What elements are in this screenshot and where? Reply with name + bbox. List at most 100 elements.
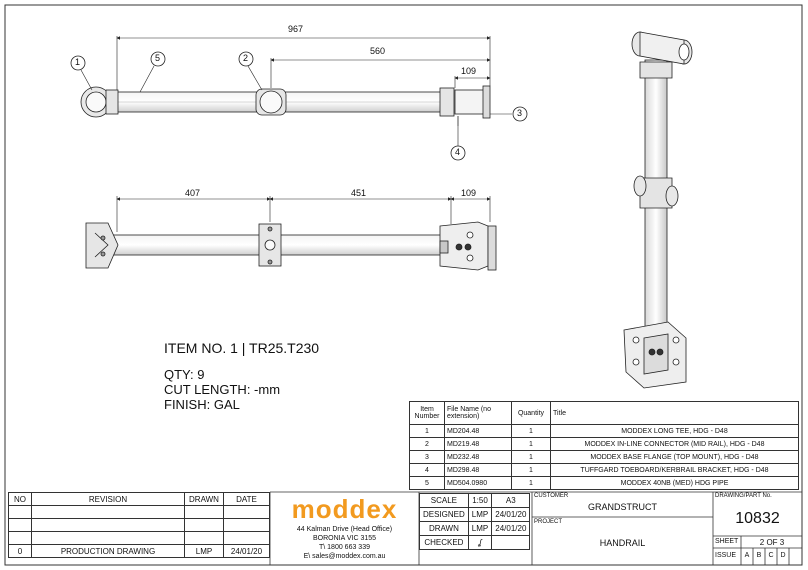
bom-table: Item Number File Name (no extension) Qua… — [409, 401, 799, 490]
balloon-label-2: 2 — [243, 53, 249, 63]
table-row: 0 PRODUCTION DRAWING LMP 24/01/20 — [8, 544, 270, 558]
bom-header: Item Number File Name (no extension) Qua… — [409, 401, 799, 425]
balloon-5 — [150, 51, 166, 67]
issue-c: C — [768, 552, 774, 559]
checked-signature: ʆ — [467, 535, 493, 550]
table-row: 4 MD298.48 1 TUFFGARD TOEBOARD/KERBRAIL … — [409, 463, 799, 477]
item-qty: QTY: 9 — [164, 367, 205, 382]
scale-value: 1:50 — [467, 493, 493, 508]
sheet-label: SHEET — [715, 538, 739, 545]
top-view — [80, 85, 491, 126]
bom-cell: MODDEX BASE FLANGE (TOP MOUNT), HDG - D4… — [550, 450, 799, 464]
isometric-view — [623, 31, 693, 389]
table-row: 5 MD504.0980 1 MODDEX 40NB (MED) HDG PIP… — [409, 476, 799, 490]
revision-header-no: NO — [8, 492, 32, 506]
company-logo: moddex — [291, 494, 398, 524]
item-cut-length: CUT LENGTH: -mm — [164, 382, 281, 397]
bom-header-number: Item Number — [409, 401, 445, 425]
dim-109-top: 109 — [461, 66, 477, 76]
customer-value: GRANDSTRUCT — [588, 502, 657, 512]
bom-cell: 4 — [409, 463, 445, 477]
bom-cell: MD204.48 — [444, 424, 512, 438]
issue-d: D — [780, 552, 786, 559]
balloon-label-5: 5 — [155, 53, 161, 63]
revision-header-drawn: DRAWN — [184, 492, 224, 506]
revision-cell: PRODUCTION DRAWING — [31, 544, 185, 558]
bom-cell: 3 — [409, 450, 445, 464]
issue-label: ISSUE — [715, 552, 737, 559]
bom-cell: MD298.48 — [444, 463, 512, 477]
drawn-date: 24/01/20 — [491, 521, 531, 536]
bom-cell: MODDEX LONG TEE, HDG - D48 — [550, 424, 799, 438]
bom-cell: MODDEX 40NB (MED) HDG PIPE — [550, 476, 799, 490]
company-phone: T\ 1800 663 339 — [319, 544, 370, 551]
company-block: moddex 44 Kalman Drive (Head Office) BOR… — [270, 492, 419, 561]
bom-cell: MODDEX IN-LINE CONNECTOR (MID RAIL), HDG… — [550, 437, 799, 451]
item-title: ITEM NO. 1 | TR25.T230 — [164, 340, 320, 356]
drawn-label: DRAWN — [419, 521, 469, 536]
bom-cell: 1 — [511, 437, 551, 451]
project-value: HANDRAIL — [599, 538, 646, 548]
customer-label: CUSTOMER — [534, 493, 569, 499]
balloon-label-4: 4 — [455, 147, 461, 157]
bom-header-file: File Name (no extension) — [444, 401, 512, 425]
balloon-3 — [512, 106, 528, 122]
bom-cell: MD219.48 — [444, 437, 512, 451]
balloon-2 — [238, 51, 254, 67]
bom-cell: 2 — [409, 437, 445, 451]
front-dimensions — [116, 196, 491, 232]
sheet-value: 2 OF 3 — [759, 538, 785, 547]
designed-date: 24/01/20 — [491, 507, 531, 522]
dim-560: 560 — [370, 46, 386, 56]
table-row: 1 MD204.48 1 MODDEX LONG TEE, HDG - D48 — [409, 424, 799, 438]
checked-label: CHECKED — [419, 535, 469, 550]
balloon-1 — [70, 55, 86, 71]
bom-cell: 1 — [409, 424, 445, 438]
revision-cell: 0 — [8, 544, 32, 558]
designed-label: DESIGNED — [419, 507, 469, 522]
drawn-by: LMP — [467, 521, 493, 536]
table-row: 3 MD232.48 1 MODDEX BASE FLANGE (TOP MOU… — [409, 450, 799, 464]
bom-header-title: Title — [550, 401, 799, 425]
company-email: E\ sales@moddex.com.au — [303, 553, 386, 560]
dim-407: 407 — [185, 188, 201, 198]
bom-cell: TUFFGARD TOEBOARD/KERBRAIL BRACKET, HDG … — [550, 463, 799, 477]
info-table: SCALE 1:50 A3 DESIGNED LMP 24/01/20 DRAW… — [419, 493, 531, 550]
revision-table: NO REVISION DRAWN DATE 0 PRODUCTION DRAW… — [8, 492, 270, 558]
bom-cell: 1 — [511, 463, 551, 477]
balloon-4 — [450, 145, 466, 161]
revision-cell: LMP — [184, 544, 224, 558]
revision-header: NO REVISION DRAWN DATE — [8, 492, 270, 506]
designed-by: LMP — [467, 507, 493, 522]
table-row — [8, 518, 270, 532]
bom-cell: MD504.0980 — [444, 476, 512, 490]
company-address1: 44 Kalman Drive (Head Office) — [296, 526, 393, 533]
issue-b: B — [756, 552, 762, 559]
revision-header-date: DATE — [223, 492, 270, 506]
balloon-label-3: 3 — [517, 108, 523, 118]
balloon-label-1: 1 — [75, 57, 81, 67]
bom-header-qty: Quantity — [511, 401, 551, 425]
revision-header-revision: REVISION — [31, 492, 185, 506]
table-row — [8, 505, 270, 519]
titleblock-frame — [269, 491, 802, 565]
bom-cell: MD232.48 — [444, 450, 512, 464]
bom-cell: 1 — [511, 424, 551, 438]
part-label: DRAWING/PART No. — [715, 493, 772, 499]
dim-451: 451 — [351, 188, 367, 198]
dim-967: 967 — [288, 24, 304, 34]
bom-cell: 1 — [511, 476, 551, 490]
item-finish: FINISH: GAL — [164, 397, 240, 412]
issue-a: A — [744, 552, 750, 559]
bom-cell: 5 — [409, 476, 445, 490]
bom-cell: 1 — [511, 450, 551, 464]
revision-cell: 24/01/20 — [223, 544, 270, 558]
dim-109-front: 109 — [461, 188, 477, 198]
top-dimensions — [116, 36, 491, 90]
project-label: PROJECT — [534, 519, 563, 525]
table-row: 2 MD219.48 1 MODDEX IN-LINE CONNECTOR (M… — [409, 437, 799, 451]
table-row — [8, 531, 270, 545]
balloon-leaders — [80, 65, 512, 146]
part-number: 10832 — [735, 510, 780, 527]
